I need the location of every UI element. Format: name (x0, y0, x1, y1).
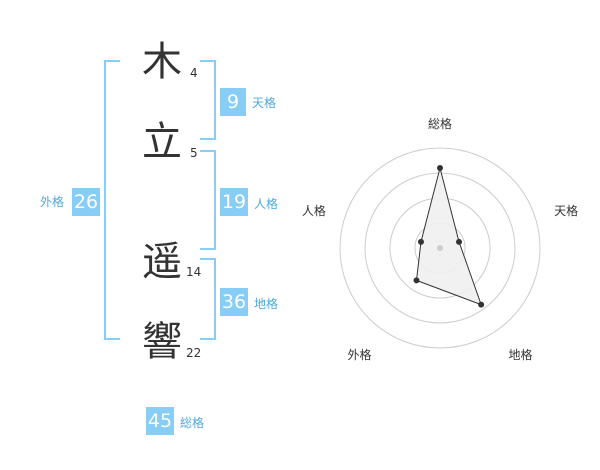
gaikaku-badge: 26 (72, 188, 100, 216)
radar-center-dot (437, 245, 443, 251)
radar-axis-label-1: 総格 (428, 116, 452, 131)
radar-axis-label-2: 天格 (554, 203, 578, 218)
radar-axis-label-4: 外格 (347, 347, 371, 362)
radar-point-3 (478, 301, 485, 308)
radar-ring-4 (339, 147, 541, 349)
jinkaku-label: 人格 (254, 197, 279, 211)
radar-area (415, 167, 482, 306)
jinkaku-badge: 19 (220, 188, 248, 216)
chikaku-label: 地格 (254, 297, 279, 311)
tenkaku-label: 天格 (252, 96, 277, 110)
chikaku-bracket (200, 258, 216, 340)
radar-point-1 (437, 165, 443, 171)
radar-point-4 (413, 277, 420, 284)
soukaku-badge: 45 (146, 407, 174, 435)
soukaku-label: 総格 (180, 416, 205, 430)
tenkaku-badge: 9 (220, 88, 246, 116)
radar-point-2 (456, 238, 463, 245)
stroke-count-4: 22 (186, 346, 202, 360)
name-char-1: 木 (142, 39, 182, 85)
name-char-4: 響 (142, 319, 182, 365)
stroke-count-1: 4 (190, 66, 198, 80)
tenkaku-bracket (200, 60, 216, 140)
name-char-3: 遥 (142, 239, 182, 285)
gaikaku-bracket (104, 60, 120, 340)
gaikaku-label: 外格 (40, 195, 65, 209)
name-char-2: 立 (142, 119, 182, 165)
stroke-count-3: 14 (186, 265, 202, 279)
radar-axis-label-5: 人格 (302, 203, 326, 218)
radar-point-5 (417, 238, 424, 245)
chikaku-badge: 36 (220, 288, 248, 316)
radar-axis-label-3: 地格 (509, 347, 533, 362)
jinkaku-bracket (200, 150, 216, 250)
stroke-count-2: 5 (190, 146, 198, 160)
